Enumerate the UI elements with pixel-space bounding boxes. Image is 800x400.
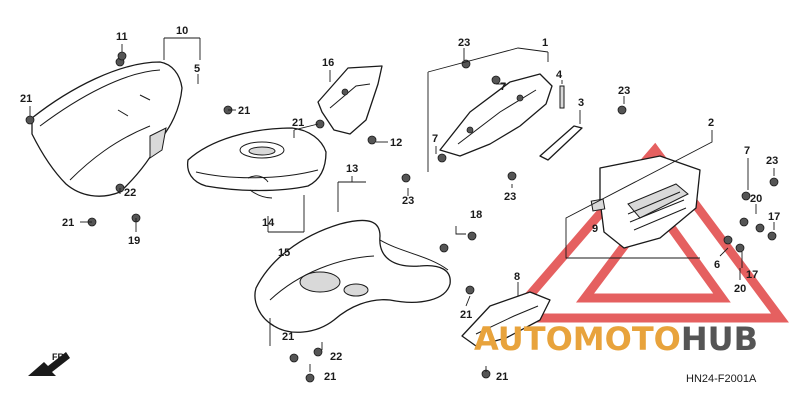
rubber-strip-part [247, 175, 269, 183]
stay-part [539, 125, 583, 161]
callout-7-a: 7 [500, 81, 506, 93]
callout-17-b: 17 [746, 269, 758, 281]
callout-15: 15 [278, 247, 290, 259]
callout-21-a: 21 [20, 93, 32, 105]
callout-4: 4 [556, 69, 563, 81]
callout-23-d: 23 [618, 85, 630, 97]
nut-part-12 [367, 135, 377, 145]
callout-12: 12 [390, 137, 402, 149]
front-direction-arrow: FR. [28, 352, 70, 376]
watermark-text: AUTOMOTOHUB [474, 320, 758, 358]
bracket-part [317, 65, 383, 135]
callout-11: 11 [116, 31, 128, 43]
callout-23-e: 23 [766, 155, 778, 167]
callout-10: 10 [176, 25, 188, 37]
callout-1: 1 [542, 37, 548, 49]
screw-part-22b [313, 347, 323, 357]
callout-2: 2 [708, 117, 714, 129]
nut-part-11 [117, 51, 127, 61]
callout-20-a: 20 [750, 193, 762, 205]
watermark-logo [500, 142, 789, 323]
leader-lines [29, 37, 775, 372]
callout-6-a: 6 [714, 259, 720, 271]
diagram-part-code: HN24-F2001A [686, 373, 757, 385]
side-cover-part [590, 155, 701, 249]
callout-23-b: 23 [402, 195, 414, 207]
callout-8: 8 [514, 271, 520, 283]
callout-21-h: 21 [496, 371, 508, 383]
clip-part-21h [305, 373, 315, 383]
collar-part-20a [755, 223, 765, 233]
bolt-part-18 [467, 231, 477, 241]
callout-21-c: 21 [238, 105, 250, 117]
front-label: FR. [52, 352, 67, 362]
washer-part-7c [741, 191, 751, 201]
watermark-text-hub: HUB [681, 320, 758, 358]
bolt-part-17a [767, 231, 777, 241]
bolt-part-23b [401, 173, 411, 183]
bolt-part-21d [315, 119, 325, 129]
callout-5: 5 [194, 63, 200, 75]
washer-part-7a [491, 75, 501, 85]
bolt-part-23d [617, 105, 627, 115]
tank-cover-part [186, 127, 327, 199]
bolt-part-23c [507, 171, 517, 181]
watermark-triangle-outer [500, 142, 789, 323]
side-rail-part [439, 73, 553, 157]
callout-7-c: 7 [744, 145, 750, 157]
watermark-text-automoto: AUTOMOTO [474, 320, 681, 358]
callout-22-b: 22 [330, 351, 342, 363]
clip-part-21g [289, 353, 299, 363]
callout-labels: 10 11 5 21 22 21 19 21 21 14 15 16 13 12… [20, 25, 780, 383]
callout-14: 14 [262, 217, 275, 229]
watermark-text-main: AUTOMOTOHUB [474, 320, 758, 358]
clip-part-21f [465, 285, 475, 295]
watermark-triangle-inner [575, 197, 731, 303]
grommet-part-6a [739, 217, 749, 227]
callout-21-g: 21 [324, 371, 336, 383]
reflector-part [590, 198, 606, 212]
callout-17-a: 17 [768, 211, 780, 223]
callout-22-a: 22 [124, 187, 136, 199]
callout-21-d: 21 [292, 117, 304, 129]
front-cowl-part [31, 57, 183, 197]
lower-panel-part [461, 291, 551, 347]
callout-16: 16 [322, 57, 334, 69]
grommet-part-6b [723, 235, 733, 245]
callout-7-b: 7 [432, 133, 438, 145]
callout-21-e: 21 [460, 309, 472, 321]
callout-9: 9 [592, 223, 598, 235]
callout-19: 19 [128, 235, 140, 247]
callout-3: 3 [578, 97, 584, 109]
clip-part-21e [439, 243, 449, 253]
callout-13: 13 [346, 163, 358, 175]
callout-23-c: 23 [504, 191, 516, 203]
callout-21-f: 21 [282, 331, 294, 343]
bolt-part-17b [735, 243, 745, 253]
callout-23-a: 23 [458, 37, 470, 49]
bolt-part-23e [769, 177, 779, 187]
pin-part [559, 85, 565, 109]
lower-cowl-part [254, 219, 451, 333]
callout-20-b: 20 [734, 283, 746, 295]
callout-18: 18 [470, 209, 482, 221]
callout-21-b: 21 [62, 217, 74, 229]
bolt-part-21a [25, 115, 35, 125]
washer-part-7b [437, 153, 447, 163]
